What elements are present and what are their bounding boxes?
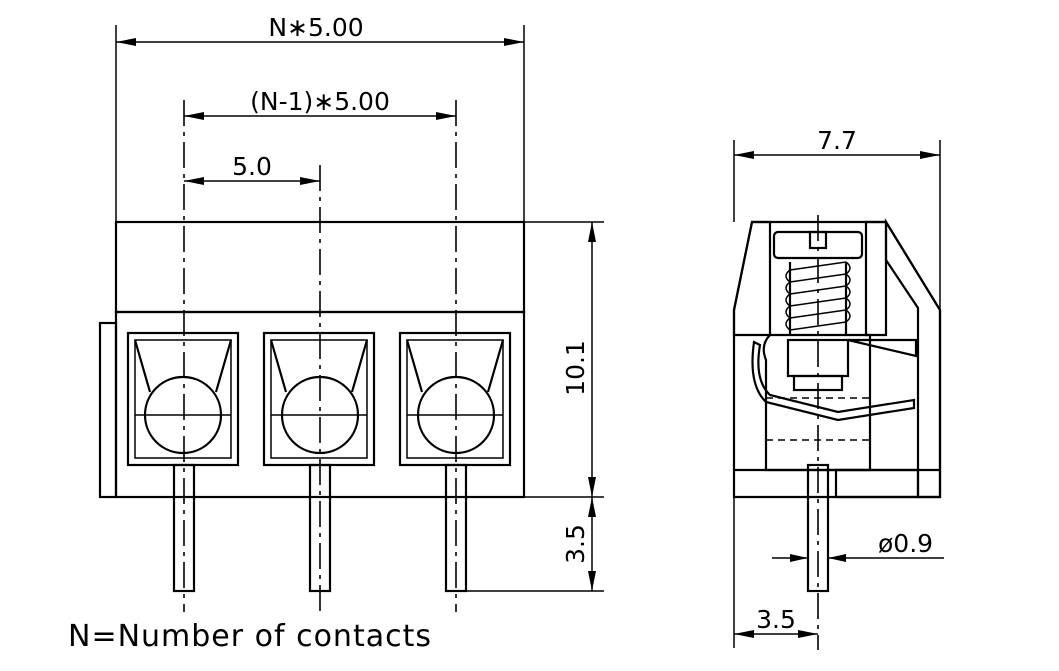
- dim-body-height: 10.1: [524, 221, 604, 498]
- front-side-flange: [98, 321, 118, 499]
- dim-pin-offset: 3.5: [733, 497, 818, 648]
- pin-3: [444, 463, 468, 593]
- pin-diameter-label: ø0.9: [878, 529, 933, 558]
- body-height-label: 10.1: [561, 340, 590, 396]
- side-depth-label: 7.7: [817, 126, 857, 155]
- dim-pin-diameter: ø0.9: [772, 529, 944, 562]
- dim-pin-length: 3.5: [466, 497, 604, 592]
- side-hatch-right-wall: [884, 218, 942, 499]
- side-hatch-bottom: [834, 468, 920, 499]
- contact-window-3: [398, 331, 512, 467]
- pin-length-label: 3.5: [561, 524, 590, 564]
- dim-side-depth: 7.7: [733, 126, 941, 310]
- clamp-frame: [762, 333, 872, 472]
- side-view: 7.7 ø0.9 3.5: [732, 126, 944, 650]
- pitch-span-label: (N-1)∗5.00: [250, 87, 390, 116]
- side-pin: [806, 463, 830, 593]
- dim-overall-width: N∗5.00: [115, 13, 525, 222]
- dim-pitch-span: (N-1)∗5.00: [184, 87, 456, 120]
- dim-pitch: 5.0: [184, 152, 320, 185]
- pin-offset-label: 3.5: [756, 605, 796, 634]
- pitch-label: 5.0: [232, 152, 272, 181]
- contacts-note: N=Number of contacts: [68, 619, 432, 654]
- front-view: N∗5.00 (N-1)∗5.00 5.0 10.1: [68, 13, 604, 654]
- clamp-spring: [751, 340, 916, 422]
- contact-window-1: [126, 331, 240, 467]
- pin-1: [172, 463, 196, 593]
- side-hatch-screw-housing: [864, 220, 888, 337]
- overall-width-label: N∗5.00: [268, 13, 363, 42]
- contact-window-2: [262, 331, 376, 467]
- side-hatch-left: [732, 220, 772, 337]
